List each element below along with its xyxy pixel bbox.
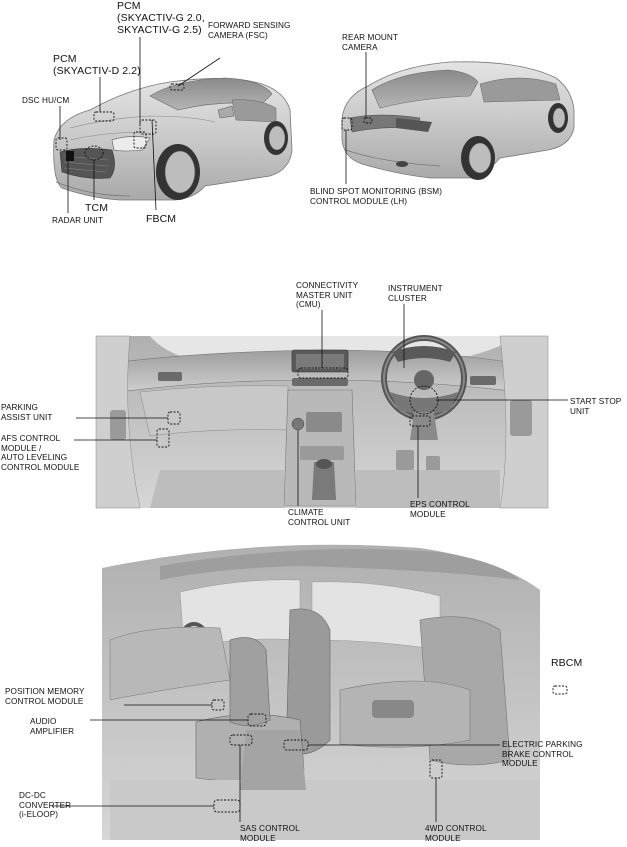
label-electric-parking-brake: ELECTRIC PARKING BRAKE CONTROL MODULE [502,740,583,769]
label-forward-sensing-camera: FORWARD SENSING CAMERA (FSC) [208,21,291,40]
label-bsm-control-module: BLIND SPOT MONITORING (BSM) CONTROL MODU… [310,187,443,206]
label-4wd-control-module: 4WD CONTROL MODULE [425,824,487,843]
label-sas-control-module: SAS CONTROL MODULE [240,824,300,843]
cabin-illustration [102,544,568,840]
label-fbcm: FBCM [146,213,177,225]
label-eps-control-module: EPS CONTROL MODULE [410,500,470,519]
front-car-illustration [53,77,293,201]
leader-lines [52,37,568,822]
label-rbcm: RBCM [551,657,583,669]
label-dsc-hu-cm: DSC HU/CM [22,96,70,105]
dashboard-illustration [95,335,549,509]
rear-car-illustration [341,61,575,180]
label-rear-mount-camera: REAR MOUNT CAMERA [342,33,399,52]
label-radar-unit: RADAR UNIT [52,216,104,225]
label-climate-control-unit: CLIMATE CONTROL UNIT [288,508,351,527]
label-pcm-skyactiv-d: PCM (SKYACTIV-D 2.2) [53,53,141,77]
label-start-stop-unit: START STOP UNIT [570,397,622,416]
label-position-memory-control-module: POSITION MEMORY CONTROL MODULE [5,687,85,706]
label-tcm: TCM [85,202,109,214]
label-dc-dc-converter: DC-DC CONVERTER (i-ELOOP) [19,791,72,820]
label-instrument-cluster: INSTRUMENT CLUSTER [388,284,443,303]
label-parking-assist-unit: PARKING ASSIST UNIT [1,403,53,422]
label-connectivity-master-unit: CONNECTIVITY MASTER UNIT (CMU) [296,281,359,310]
label-audio-amplifier: AUDIO AMPLIFIER [30,717,75,736]
label-pcm-skyactiv-g: PCM (SKYACTIV-G 2.0, SKYACTIV-G 2.5) [117,0,205,36]
label-afs-control-module: AFS CONTROL MODULE / AUTO LEVELING CONTR… [1,434,80,472]
